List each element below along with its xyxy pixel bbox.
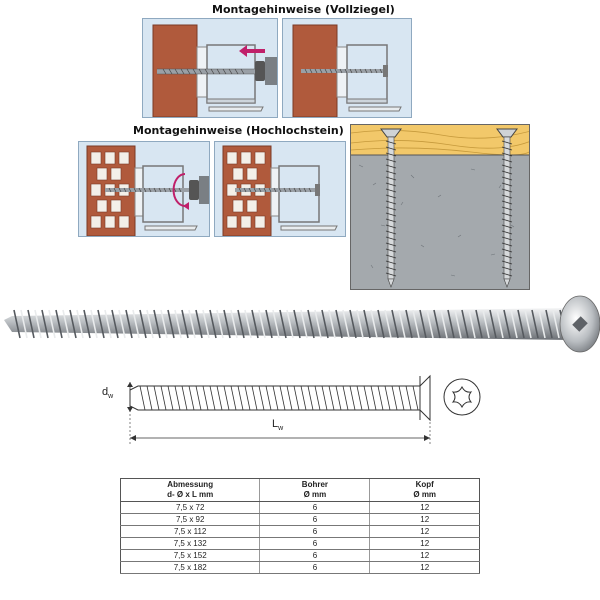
cell-dimension: 7,5 x 132 — [119, 537, 260, 550]
panel-wood-concrete — [350, 124, 530, 290]
screw-photo — [0, 290, 600, 370]
cell-dimension: 7,5 x 182 — [119, 561, 260, 574]
installed-illustration — [292, 24, 402, 117]
cell-drill: 6 — [259, 513, 370, 526]
cell-drill: 6 — [259, 501, 370, 514]
panel-hochlochstein-drilling — [78, 141, 210, 237]
screw-threads — [13, 309, 567, 339]
diameter-label: dw — [102, 386, 114, 401]
cell-head: 12 — [369, 561, 480, 574]
panel-vollziegel-installed — [282, 18, 412, 118]
cell-head: 12 — [369, 513, 480, 526]
hochlochstein-installed-illustration — [222, 145, 338, 236]
cell-drill: 6 — [259, 549, 370, 562]
length-label: Lw — [272, 418, 284, 433]
cell-dimension: 7,5 x 72 — [119, 501, 260, 514]
screw-right — [496, 128, 518, 288]
torx-icon — [443, 378, 481, 416]
panel-hochlochstein-installed — [214, 141, 346, 237]
caption-vollziegel: Montagehinweise (Vollziegel) — [212, 3, 395, 16]
screw-left — [380, 128, 402, 288]
wood-concrete-illustration — [351, 125, 529, 289]
cell-head: 12 — [369, 549, 480, 562]
hochlochstein-drilling-illustration — [86, 145, 209, 236]
cell-head: 12 — [369, 537, 480, 550]
screw-photo-illustration — [4, 295, 600, 353]
cell-drill: 6 — [259, 525, 370, 538]
cell-dimension: 7,5 x 92 — [119, 513, 260, 526]
cell-head: 12 — [369, 501, 480, 514]
cell-dimension: 7,5 x 152 — [119, 549, 260, 562]
drilling-illustration — [152, 24, 277, 117]
panel-vollziegel-drilling — [142, 18, 278, 118]
screw-dimension-drawing — [127, 374, 487, 444]
cell-head: 12 — [369, 525, 480, 538]
technical-drawing: dw Lw — [100, 368, 487, 448]
caption-hochlochstein: Montagehinweise (Hochlochstein) — [133, 124, 344, 137]
cell-drill: 6 — [259, 537, 370, 550]
cell-dimension: 7,5 x 112 — [119, 525, 260, 538]
cell-drill: 6 — [259, 561, 370, 574]
drawing-threads — [139, 385, 419, 411]
torx-head-view — [442, 377, 482, 417]
